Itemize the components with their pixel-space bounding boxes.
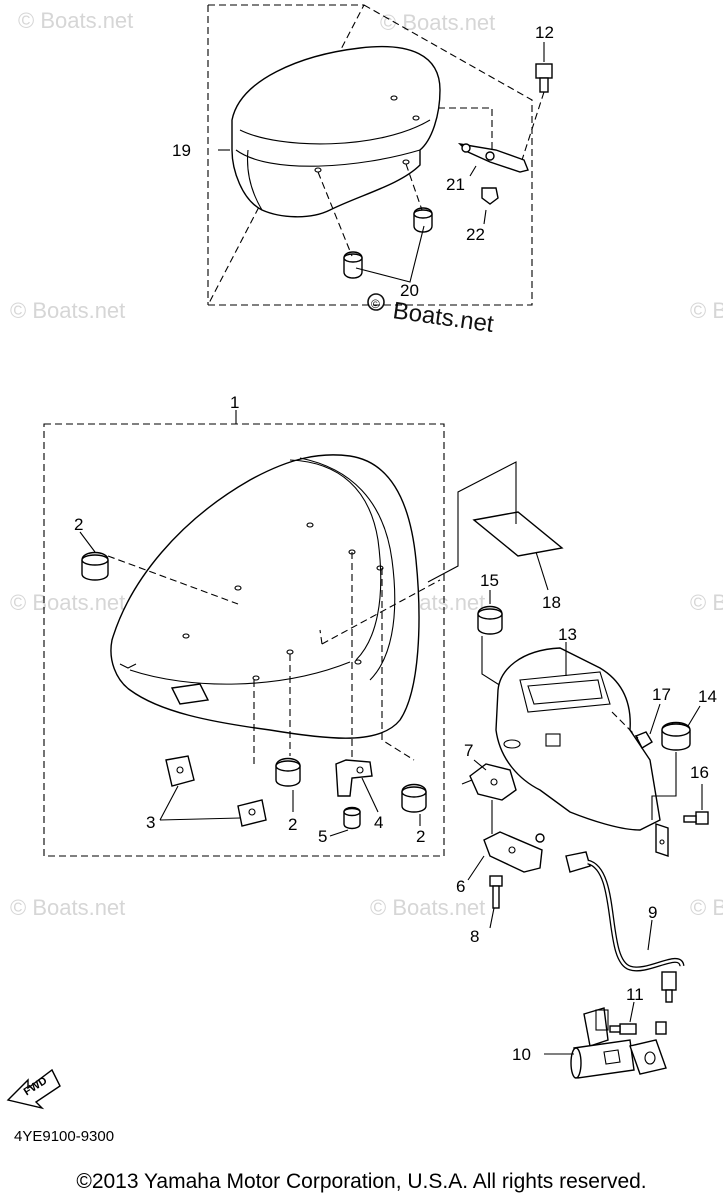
leader-line [489,907,495,929]
cap-part [477,605,503,635]
leader-line [649,703,661,735]
lock-assembly [427,461,709,1079]
leader-dashed [611,711,639,739]
nut-part [343,806,361,830]
callout-16: 16 [690,763,709,782]
watermark-text: © Boats.net [10,590,125,615]
callout-15: 15 [480,571,499,590]
screw-part [609,1023,637,1035]
leader-line [159,785,241,821]
watermark-text: © Boats.net [380,10,495,35]
leader-line [469,165,477,177]
callout-4: 4 [374,813,383,832]
callout-18: 18 [542,593,561,612]
forward-arrow: FWD [6,1068,61,1110]
watermarks: © Boats.net © Boats.net © Boats.net © Bo… [10,8,723,920]
bolt-part [683,811,709,825]
group-boundary [43,423,445,857]
callout-10: 10 [512,1045,531,1064]
passenger-seat [231,45,441,218]
watermark-text: © Boats.net [10,298,125,323]
callout-numbers: 12 19 21 22 20 1 2 18 15 13 17 14 16 7 3… [74,23,717,1064]
cover-part [495,647,669,857]
callout-11: 11 [626,985,644,1004]
nut-part [481,187,499,205]
watermark-text: © Boats.net [690,590,723,615]
watermark-text: © Boats.net [10,895,125,920]
watermark-text: © Boats.net [370,895,485,920]
leader-line [329,829,349,837]
rider-seat-group [43,410,445,857]
callout-5: 5 [318,827,327,846]
watermark-text: © Boats.net [18,8,133,33]
callout-21: 21 [446,175,465,194]
bolt-part [489,875,503,909]
callout-14: 14 [698,687,717,706]
leader-line [355,225,425,283]
bracket-part [335,759,373,797]
callout-2: 2 [416,827,425,846]
rider-seat [110,454,420,739]
clip-part [165,755,267,827]
leader-line [647,919,653,951]
bracket-part [483,800,543,873]
damper-part [275,757,301,787]
nut-part [655,1021,667,1035]
damper-part [401,783,427,813]
callout-22: 22 [466,225,485,244]
callout-19: 19 [172,141,191,160]
leader-line [535,551,549,591]
diagram-code: 4YE9100-9300 [14,1128,115,1145]
callout-8: 8 [470,927,479,946]
leader-dashed [438,107,493,150]
leader-line [79,531,96,553]
leader-dashed [521,91,545,161]
watermark-text: © Boats.net [690,298,723,323]
group-boundary [207,4,533,306]
damper-part [81,551,109,581]
leader-line [427,461,517,583]
callout-9: 9 [648,903,657,922]
callout-1: 1 [230,393,239,412]
passenger-seat-group [207,4,553,306]
leader-dashed [107,552,441,768]
leader-line [651,752,677,820]
leader-line [687,705,701,727]
copyright-symbol: © [371,297,380,311]
copyright-notice: ©2013 Yamaha Motor Corporation, U.S.A. A… [76,1170,647,1193]
pad-part [472,511,564,557]
leader-line [473,759,487,771]
seat-lock-part [570,1007,667,1079]
leader-dashed [317,163,423,257]
screw-part [635,731,653,749]
leader-line [483,209,487,225]
callout-3: 3 [146,813,155,832]
callout-12: 12 [535,23,554,42]
callout-13: 13 [558,625,577,644]
bracket-part [457,142,529,173]
callout-7: 7 [464,741,473,760]
callout-2: 2 [288,815,297,834]
cable-part [535,833,685,1003]
watermark-main: © Boats.net [367,293,496,338]
damper-part [343,207,433,279]
leader-line [629,1001,635,1023]
callout-6: 6 [456,877,465,896]
callout-17: 17 [652,685,671,704]
watermark-text: © Boats.net [690,895,723,920]
bracket-part [461,763,517,801]
callout-20: 20 [400,281,419,300]
watermark-brand: Boats.net [391,297,496,338]
callout-2: 2 [74,515,83,534]
leader-line [361,777,379,813]
bolt-part [535,63,553,93]
leader-line [467,855,485,881]
cap-part [661,721,691,751]
